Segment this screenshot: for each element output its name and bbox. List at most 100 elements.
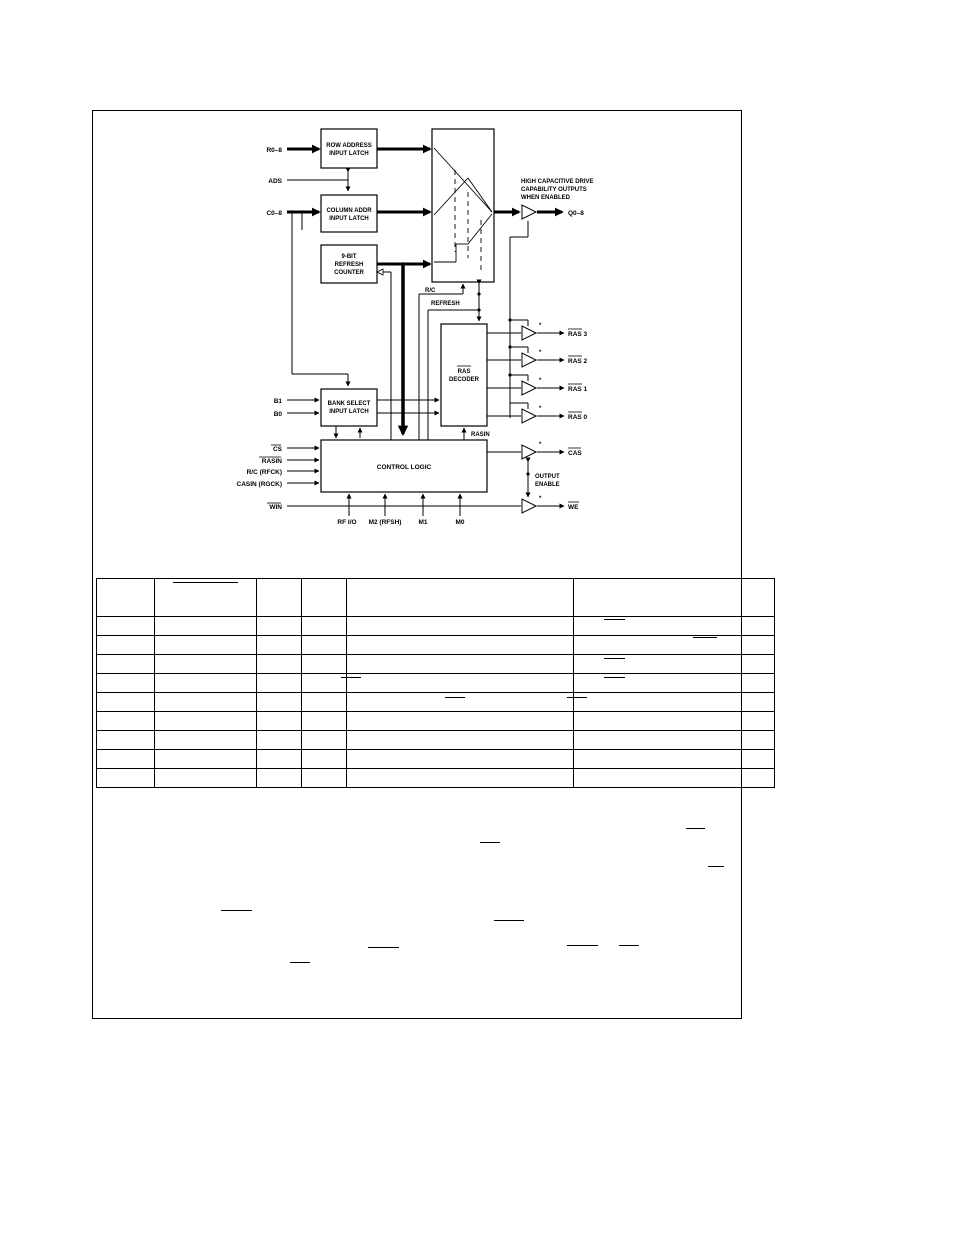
overline-mark bbox=[567, 697, 587, 698]
row-latch-label-2: INPUT LATCH bbox=[329, 151, 369, 157]
overline-mark bbox=[173, 582, 238, 583]
drive-note-line-2: CAPABILITY OUTPUTS bbox=[521, 187, 587, 193]
overline-mark bbox=[341, 677, 361, 678]
ras0-buffer-triangle bbox=[521, 408, 538, 424]
rasin-internal-label: RASIN bbox=[471, 432, 490, 438]
cas-buffer-triangle bbox=[521, 444, 538, 460]
table-cell bbox=[301, 654, 347, 674]
table-cell bbox=[154, 673, 257, 693]
overline-mark bbox=[604, 658, 625, 659]
table-cell bbox=[256, 635, 302, 655]
output-ras2-label: RAS 2 bbox=[568, 358, 588, 365]
ras-decoder-label-1: RAS bbox=[458, 369, 471, 375]
table-cell bbox=[301, 616, 347, 636]
ras-decoder-block bbox=[440, 323, 488, 427]
table-cell bbox=[573, 749, 775, 769]
control-logic-block bbox=[320, 439, 488, 493]
table-cell bbox=[256, 673, 302, 693]
table-cell bbox=[154, 749, 257, 769]
table-cell bbox=[573, 730, 775, 750]
table-row bbox=[96, 616, 775, 636]
overline-mark bbox=[604, 619, 625, 620]
table-row bbox=[96, 749, 775, 769]
ras1-buffer-triangle bbox=[521, 380, 538, 396]
table-cell bbox=[301, 673, 347, 693]
output-buffers bbox=[521, 204, 538, 514]
row-latch-label-1: ROW ADDRESS bbox=[326, 143, 371, 149]
overline-mark bbox=[221, 910, 252, 911]
input-c-label: C0–8 bbox=[266, 210, 282, 217]
table-cell bbox=[573, 578, 775, 617]
bank-select-label-1: BANK SELECT bbox=[328, 401, 371, 407]
table-row bbox=[96, 711, 775, 731]
table-cell bbox=[154, 635, 257, 655]
mode-table bbox=[96, 578, 775, 788]
table-cell bbox=[573, 711, 775, 731]
mode-table-header-row bbox=[96, 578, 775, 617]
refresh-counter-label-1: 9-BIT bbox=[342, 254, 357, 260]
table-row bbox=[96, 635, 775, 655]
table-cell bbox=[256, 616, 302, 636]
table-cell bbox=[154, 692, 257, 712]
table-cell bbox=[301, 730, 347, 750]
refresh-signal-label: REFRESH bbox=[431, 301, 460, 307]
overline-mark bbox=[368, 947, 399, 948]
table-row bbox=[96, 730, 775, 750]
table-cell bbox=[346, 578, 574, 617]
drive-note-line-3: WHEN ENABLED bbox=[521, 195, 571, 201]
table-cell bbox=[96, 692, 155, 712]
overline-mark bbox=[480, 842, 500, 843]
input-casin-label: CASIN (RGCK) bbox=[237, 481, 283, 488]
asterisk-cas: * bbox=[539, 442, 542, 448]
table-cell bbox=[301, 692, 347, 712]
table-cell bbox=[96, 749, 155, 769]
table-row bbox=[96, 673, 775, 693]
mode-m0-label: M0 bbox=[455, 519, 464, 526]
table-cell bbox=[301, 749, 347, 769]
table-cell bbox=[301, 768, 347, 788]
asterisk-ras3: * bbox=[539, 323, 542, 329]
table-cell bbox=[96, 635, 155, 655]
output-q-label: Q0–8 bbox=[568, 210, 584, 217]
table-cell bbox=[256, 654, 302, 674]
table-cell bbox=[346, 749, 574, 769]
table-cell bbox=[154, 730, 257, 750]
col-latch-label-1: COLUMN ADDR bbox=[326, 208, 372, 214]
rc-signal-label: R/C bbox=[425, 288, 436, 294]
table-cell bbox=[256, 692, 302, 712]
overline-mark bbox=[708, 866, 724, 867]
overline-mark bbox=[290, 962, 310, 963]
table-cell bbox=[96, 578, 155, 617]
input-b1-label: B1 bbox=[274, 398, 283, 405]
overline-mark bbox=[445, 697, 465, 698]
ras2-buffer-triangle bbox=[521, 352, 538, 368]
asterisk-ras0: * bbox=[539, 406, 542, 412]
table-cell bbox=[346, 711, 574, 731]
table-cell bbox=[96, 654, 155, 674]
table-cell bbox=[256, 711, 302, 731]
q-buffer-triangle bbox=[521, 204, 538, 220]
bank-select-label-2: INPUT LATCH bbox=[329, 409, 369, 415]
overline-mark bbox=[686, 828, 705, 829]
input-rasin-label: RASIN bbox=[262, 458, 283, 465]
multiplexer-block bbox=[431, 128, 495, 283]
mux-switch-lines bbox=[433, 147, 493, 270]
we-buffer-triangle bbox=[521, 498, 538, 514]
table-row bbox=[96, 654, 775, 674]
table-cell bbox=[154, 616, 257, 636]
overline-mark bbox=[494, 920, 524, 921]
table-cell bbox=[154, 654, 257, 674]
output-ras0-label: RAS 0 bbox=[568, 414, 588, 421]
table-cell bbox=[346, 654, 574, 674]
table-cell bbox=[256, 578, 302, 617]
asterisk-ras2: * bbox=[539, 350, 542, 356]
table-cell bbox=[256, 749, 302, 769]
output-ras1-label: RAS 1 bbox=[568, 386, 588, 393]
input-ads-label: ADS bbox=[268, 178, 282, 185]
input-rc-label: R/C (RFCK) bbox=[247, 469, 282, 476]
overline-mark bbox=[693, 637, 717, 638]
col-latch-label-2: INPUT LATCH bbox=[329, 216, 369, 222]
control-logic-label: CONTROL LOGIC bbox=[377, 464, 432, 471]
input-win-label: WIN bbox=[269, 504, 282, 511]
